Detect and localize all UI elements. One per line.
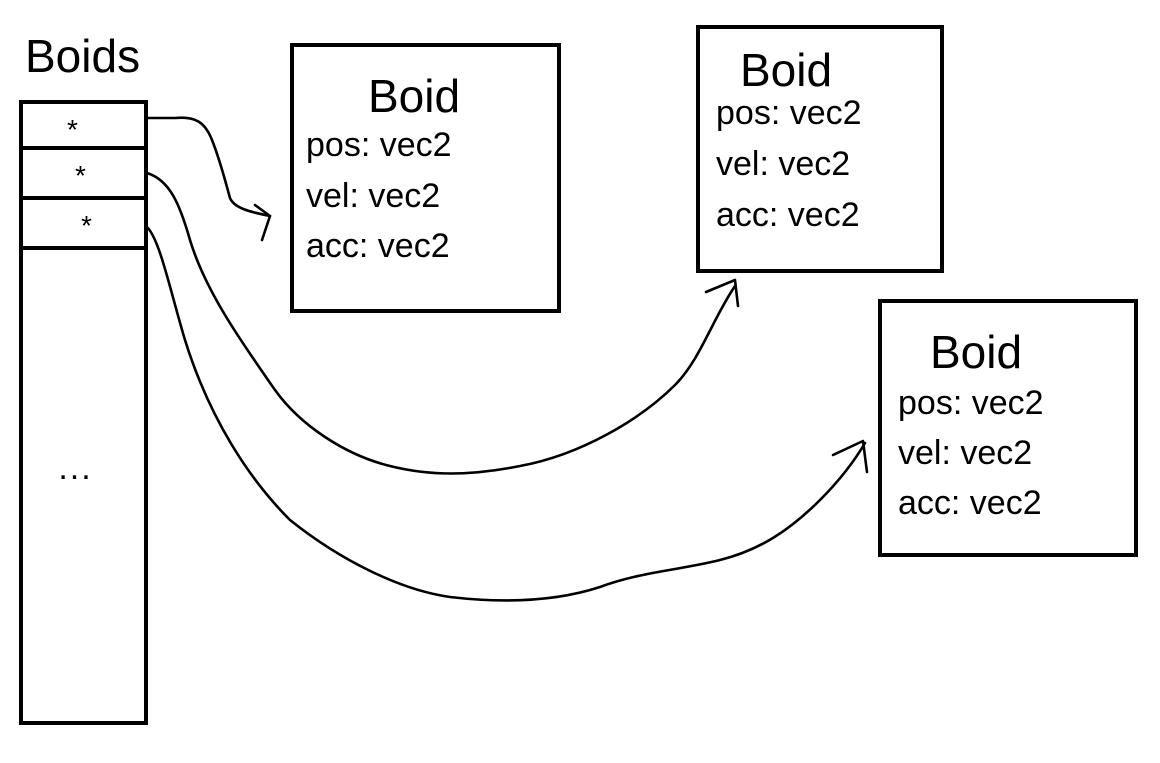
boid-box-3[interactable]: Boid pos: vec2 vel: vec2 acc: vec2 bbox=[878, 299, 1138, 557]
pointer-marker: * bbox=[67, 114, 78, 145]
pointer-arrow-2 bbox=[145, 171, 737, 475]
array-ellipsis: ... bbox=[58, 449, 93, 487]
boid-name: Boid bbox=[740, 44, 833, 96]
boid-name: Boid bbox=[368, 70, 461, 122]
pointer-marker: * bbox=[75, 160, 86, 191]
array-cell-1[interactable]: * bbox=[23, 104, 144, 150]
boid-name: Boid bbox=[930, 326, 1023, 378]
pointer-marker: * bbox=[81, 210, 92, 241]
arrow-head-1 bbox=[253, 203, 272, 242]
array-cell-3[interactable]: * bbox=[23, 200, 144, 250]
boid-box-2[interactable]: Boid pos: vec2 vel: vec2 acc: vec2 bbox=[696, 25, 944, 273]
boids-array: * * * ... bbox=[19, 100, 148, 725]
boid-field-pos: pos: vec2 bbox=[306, 126, 452, 164]
boid-field-vel: vel: vec2 bbox=[716, 145, 851, 183]
arrow-head-2 bbox=[704, 278, 740, 308]
boid-field-pos: pos: vec2 bbox=[898, 384, 1044, 422]
boid-box-1[interactable]: Boid pos: vec2 vel: vec2 acc: vec2 bbox=[290, 43, 561, 313]
boid-field-acc: acc: vec2 bbox=[716, 196, 860, 234]
boid-field-vel: vel: vec2 bbox=[898, 434, 1033, 472]
arrow-head-3 bbox=[831, 439, 869, 474]
pointer-arrow-1 bbox=[145, 116, 272, 218]
boids-array-title: Boids bbox=[25, 30, 141, 82]
array-cell-2[interactable]: * bbox=[23, 150, 144, 200]
boid-field-pos: pos: vec2 bbox=[716, 94, 862, 132]
boid-field-acc: acc: vec2 bbox=[306, 227, 450, 265]
boid-field-acc: acc: vec2 bbox=[898, 484, 1042, 522]
boid-field-vel: vel: vec2 bbox=[306, 177, 441, 215]
pointer-arrow-3 bbox=[145, 225, 867, 602]
